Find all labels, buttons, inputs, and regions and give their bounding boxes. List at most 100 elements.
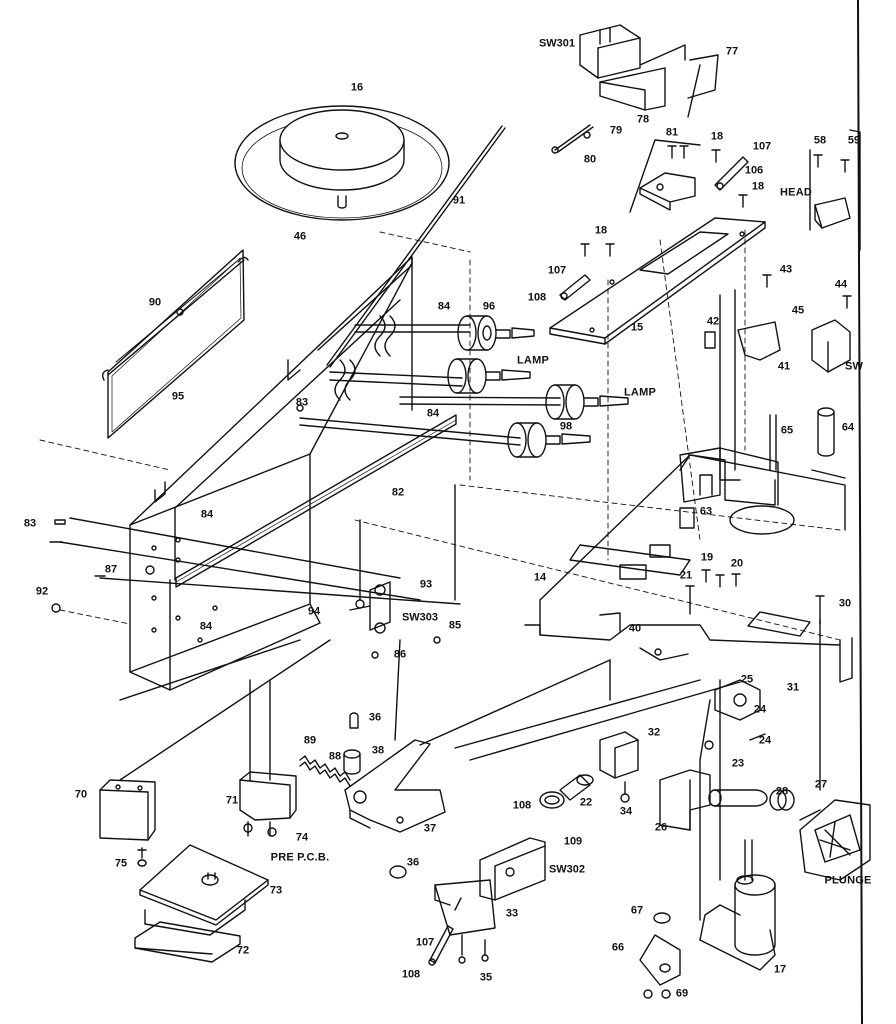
- label-24-a: 24: [753, 703, 767, 716]
- label-40: 40: [628, 622, 642, 635]
- label-83-b: 83: [23, 517, 37, 530]
- pin-part-36: [349, 712, 359, 729]
- label-36-a: 36: [368, 711, 382, 724]
- label-17: 17: [773, 963, 787, 976]
- label-96: 96: [482, 300, 496, 313]
- label-24-b: 24: [758, 734, 772, 747]
- main-chassis-frame: [129, 256, 413, 691]
- label-86: 86: [393, 648, 407, 661]
- label-64: 64: [841, 421, 855, 434]
- bracket-part-77: [599, 44, 719, 118]
- leader-lines-40: [119, 639, 741, 781]
- label-107-b: 107: [547, 264, 567, 277]
- label-108-c: 108: [401, 968, 421, 981]
- lever-part-37: [344, 739, 446, 833]
- label-14: 14: [533, 571, 547, 584]
- label-90: 90: [148, 296, 162, 309]
- label-15: 15: [630, 321, 644, 334]
- label-67: 67: [630, 904, 644, 917]
- roller-part-22: [539, 774, 594, 809]
- label-72: 72: [236, 944, 250, 957]
- screw-part-80: [551, 124, 594, 154]
- label-42: 42: [706, 315, 720, 328]
- bracket-part-66: [639, 934, 681, 999]
- label-18-c: 18: [594, 224, 608, 237]
- label-27: 27: [814, 778, 828, 791]
- label-41: 41: [777, 360, 791, 373]
- plunger-assembly: [659, 679, 795, 921]
- plate-part-15: [549, 217, 766, 345]
- label-sw301: SW301: [538, 37, 576, 50]
- switch-part-44: [811, 319, 851, 373]
- label-84-c: 84: [200, 508, 214, 521]
- label-45: 45: [791, 304, 805, 317]
- bracket-part-32: [599, 731, 639, 803]
- label-88: 88: [328, 750, 342, 763]
- label-70: 70: [74, 788, 88, 801]
- label-34: 34: [619, 805, 633, 818]
- label-sw302: SW302: [548, 863, 586, 876]
- label-31: 31: [786, 681, 800, 694]
- cylinder-part-64: [817, 407, 835, 457]
- label-lamp-1: LAMP: [517, 354, 549, 367]
- label-107-c: 107: [415, 936, 435, 949]
- label-82: 82: [391, 486, 405, 499]
- plate-part-70: [99, 779, 156, 867]
- bracket-part-63: [679, 447, 779, 529]
- label-43: 43: [779, 263, 793, 276]
- label-33: 33: [505, 907, 519, 920]
- roller-shafts: [59, 315, 561, 605]
- bracket-part-33: [434, 879, 496, 936]
- label-46: 46: [293, 230, 307, 243]
- label-pre-pcb: PRE P.C.B.: [270, 851, 330, 864]
- label-18-b: 18: [751, 180, 765, 193]
- label-84-a: 84: [437, 300, 451, 313]
- label-80: 80: [583, 153, 597, 166]
- label-109: 109: [563, 835, 583, 848]
- label-66: 66: [611, 941, 625, 954]
- label-23: 23: [731, 757, 745, 770]
- label-108-a: 108: [527, 291, 547, 304]
- label-head: HEAD: [780, 186, 812, 199]
- label-107-a: 107: [752, 140, 772, 153]
- label-69: 69: [675, 987, 689, 1000]
- label-lamp-2: LAMP: [624, 386, 656, 399]
- label-sw-right: SW: [844, 360, 864, 373]
- plunger-body-28: [799, 799, 871, 881]
- label-59: 59: [847, 134, 861, 147]
- label-32: 32: [647, 726, 661, 739]
- label-93: 93: [419, 578, 433, 591]
- label-81: 81: [665, 126, 679, 139]
- panel-part-95: [101, 249, 249, 439]
- label-89: 89: [303, 734, 317, 747]
- label-25: 25: [740, 673, 754, 686]
- base-part-17: [653, 874, 776, 971]
- roller-part-98: [507, 422, 591, 458]
- pin-part-107c: [428, 925, 454, 966]
- label-98: 98: [559, 420, 573, 433]
- label-85: 85: [448, 619, 462, 632]
- label-74: 74: [295, 831, 309, 844]
- label-73: 73: [269, 884, 283, 897]
- label-38: 38: [371, 744, 385, 757]
- foot-part-36b: [389, 865, 407, 879]
- label-21: 21: [679, 569, 693, 582]
- turntable-part-16: [234, 105, 450, 221]
- pcb-board-73: [139, 844, 269, 926]
- label-sw303: SW303: [401, 611, 439, 624]
- pcb-board-72: [134, 899, 246, 963]
- roller-part-left-mid: [447, 358, 531, 394]
- label-58: 58: [813, 134, 827, 147]
- label-44: 44: [834, 278, 848, 291]
- pin-part-107: [714, 156, 749, 191]
- label-plunger: PLUNGE: [824, 874, 872, 887]
- switch-sw301: [579, 24, 641, 79]
- label-30: 30: [838, 597, 852, 610]
- label-87: 87: [104, 563, 118, 576]
- label-94: 94: [307, 605, 321, 618]
- label-28: 28: [775, 785, 789, 798]
- label-106: 106: [744, 164, 764, 177]
- label-36-b: 36: [406, 856, 420, 869]
